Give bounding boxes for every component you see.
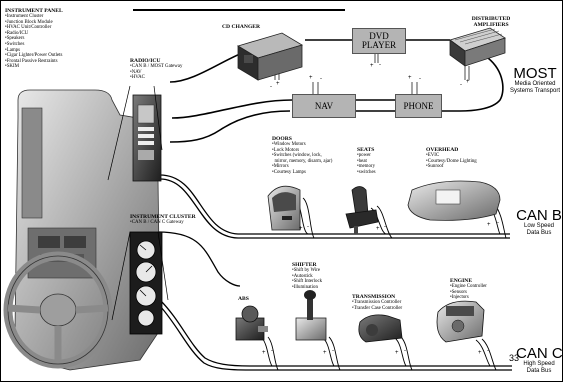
door-device bbox=[268, 186, 300, 230]
phone-plus: + bbox=[408, 75, 412, 81]
overhead-device bbox=[408, 181, 500, 220]
engine-callout: ENGINE •Engine Controller •Sensors •Inje… bbox=[450, 278, 487, 301]
list-item: •Transfer Case Controller bbox=[352, 306, 402, 312]
overhead-minus: - bbox=[497, 220, 499, 226]
overhead-list: •EVIC •Courtesy/Dome Lighting •Sunroof bbox=[426, 153, 477, 170]
can-b-sub2: Data Bus bbox=[516, 230, 562, 237]
instrument-cluster-list: •CAN B / CAN C Gateway bbox=[130, 220, 196, 226]
list-item: •switches bbox=[357, 170, 376, 176]
abs-plus: + bbox=[262, 350, 266, 356]
abs-minus: - bbox=[271, 348, 273, 354]
abs-device bbox=[236, 306, 268, 340]
most-bus-label-group: MOST Media Oriented Systems Transport bbox=[510, 66, 560, 95]
can-c-sub1: High Speed bbox=[516, 361, 562, 368]
list-item: •Illumination bbox=[292, 285, 322, 291]
cd-changer-device bbox=[238, 33, 302, 80]
can-b-label: CAN B bbox=[516, 208, 562, 223]
shifter-callout: SHIFTER •Shift by Wire •Autostick •Shift… bbox=[292, 262, 322, 290]
transmission-list: •Transmission Controller •Transfer Case … bbox=[352, 300, 402, 311]
list-item: •Cigar Lighter/Power Outlets bbox=[5, 53, 63, 59]
shifter-minus: - bbox=[332, 348, 334, 354]
list-item: •CAN B / MOST Gateway bbox=[130, 64, 182, 70]
list-item: •CAN B / CAN C Gateway bbox=[130, 220, 196, 226]
radio-icu-callout: RADIO/ICU •CAN B / MOST Gateway •NAV •HV… bbox=[130, 58, 182, 81]
list-item: •Shift Interlock bbox=[292, 279, 322, 285]
engine-list: •Engine Controller •Sensors •Injectors bbox=[450, 284, 487, 301]
cd-plus: + bbox=[276, 81, 280, 87]
page-number: 33 bbox=[509, 353, 519, 363]
abs-title: ABS bbox=[238, 296, 249, 302]
phone-node: PHONE bbox=[395, 94, 442, 118]
list-item: •Engine Controller bbox=[450, 284, 487, 290]
list-item: •Sunroof bbox=[426, 164, 477, 170]
nav-label: NAV bbox=[315, 102, 333, 111]
most-bus-sub1: Media Oriented bbox=[510, 81, 560, 88]
amplifier-device bbox=[450, 28, 505, 66]
list-item: •memory bbox=[357, 164, 376, 170]
trans-plus: + bbox=[395, 350, 399, 356]
door-plus: + bbox=[299, 226, 303, 232]
list-item: •SKIM bbox=[5, 64, 63, 70]
seat-device bbox=[346, 187, 378, 235]
overhead-plus: + bbox=[487, 222, 491, 228]
can-b-sub1: Low Speed bbox=[516, 223, 562, 230]
engine-device bbox=[437, 301, 484, 342]
dvd-label-line2: PLAYER bbox=[362, 41, 396, 50]
instrument-panel-callout: INSTRUMENT PANEL •Instrument Cluster •Ju… bbox=[5, 8, 63, 70]
doors-list: •Window Motors •Lock Motors •Switches (w… bbox=[272, 142, 332, 176]
cd-minus: - bbox=[270, 84, 272, 90]
seats-list: •power •heat •memory •switches bbox=[357, 153, 376, 175]
distributed-amplifiers-title: DISTRIBUTED AMPLIFIERS bbox=[468, 16, 514, 28]
amp-minus: - bbox=[460, 82, 462, 88]
overhead-callout: OVERHEAD •EVIC •Courtesy/Dome Lighting •… bbox=[426, 147, 477, 170]
engine-minus: - bbox=[487, 348, 489, 354]
can-c-stubs bbox=[262, 337, 496, 370]
can-c-label-group: CAN C High Speed Data Bus bbox=[516, 346, 562, 375]
instrument-cluster-callout: INSTRUMENT CLUSTER •CAN B / CAN C Gatewa… bbox=[130, 214, 196, 226]
transmission-callout: TRANSMISSION •Transmission Controller •T… bbox=[352, 294, 402, 311]
dvd-minus: - bbox=[379, 62, 381, 68]
shifter-plus: + bbox=[323, 350, 327, 356]
trans-minus: - bbox=[404, 348, 406, 354]
amp-plus: + bbox=[466, 79, 470, 85]
engine-plus: + bbox=[478, 350, 482, 356]
list-item: •Shift by Wire bbox=[292, 268, 322, 274]
can-b-label-group: CAN B Low Speed Data Bus bbox=[516, 208, 562, 237]
list-item: •HVAC bbox=[130, 75, 182, 81]
nav-plus: + bbox=[309, 75, 313, 81]
can-c-sub2: Data Bus bbox=[516, 368, 562, 375]
transmission-device bbox=[359, 315, 402, 342]
most-power-wires bbox=[275, 52, 469, 94]
seat-minus: - bbox=[384, 224, 386, 230]
cd-changer-title: CD CHANGER bbox=[222, 24, 260, 30]
seats-callout: SEATS •power •heat •memory •switches bbox=[357, 147, 376, 175]
phone-minus: - bbox=[419, 76, 421, 82]
nav-node: NAV bbox=[292, 94, 356, 118]
dvd-plus: + bbox=[370, 63, 374, 69]
seat-plus: + bbox=[376, 226, 380, 232]
list-item: •Courtesy Lamps bbox=[272, 170, 332, 176]
list-item: •Transmission Controller bbox=[352, 300, 402, 306]
most-bus-sub2: Systems Transport bbox=[510, 88, 560, 95]
radio-icu-list: •CAN B / MOST Gateway •NAV •HVAC bbox=[130, 64, 182, 81]
shifter-device bbox=[296, 290, 326, 340]
doors-callout: DOORS •Window Motors •Lock Motors •Switc… bbox=[272, 136, 332, 176]
phone-label: PHONE bbox=[403, 102, 433, 111]
nav-minus: - bbox=[320, 76, 322, 82]
door-minus: - bbox=[307, 224, 309, 230]
shifter-list: •Shift by Wire •Autostick •Shift Interlo… bbox=[292, 268, 322, 290]
can-c-label: CAN C bbox=[516, 346, 562, 361]
most-bus-label: MOST bbox=[510, 66, 560, 81]
instrument-panel-list: •Instrument Cluster •Junction Block Modu… bbox=[5, 14, 63, 70]
instrument-panel-illustration bbox=[8, 90, 162, 370]
list-item: •Injectors bbox=[450, 295, 487, 301]
dvd-player-node: DVD PLAYER bbox=[352, 28, 406, 54]
